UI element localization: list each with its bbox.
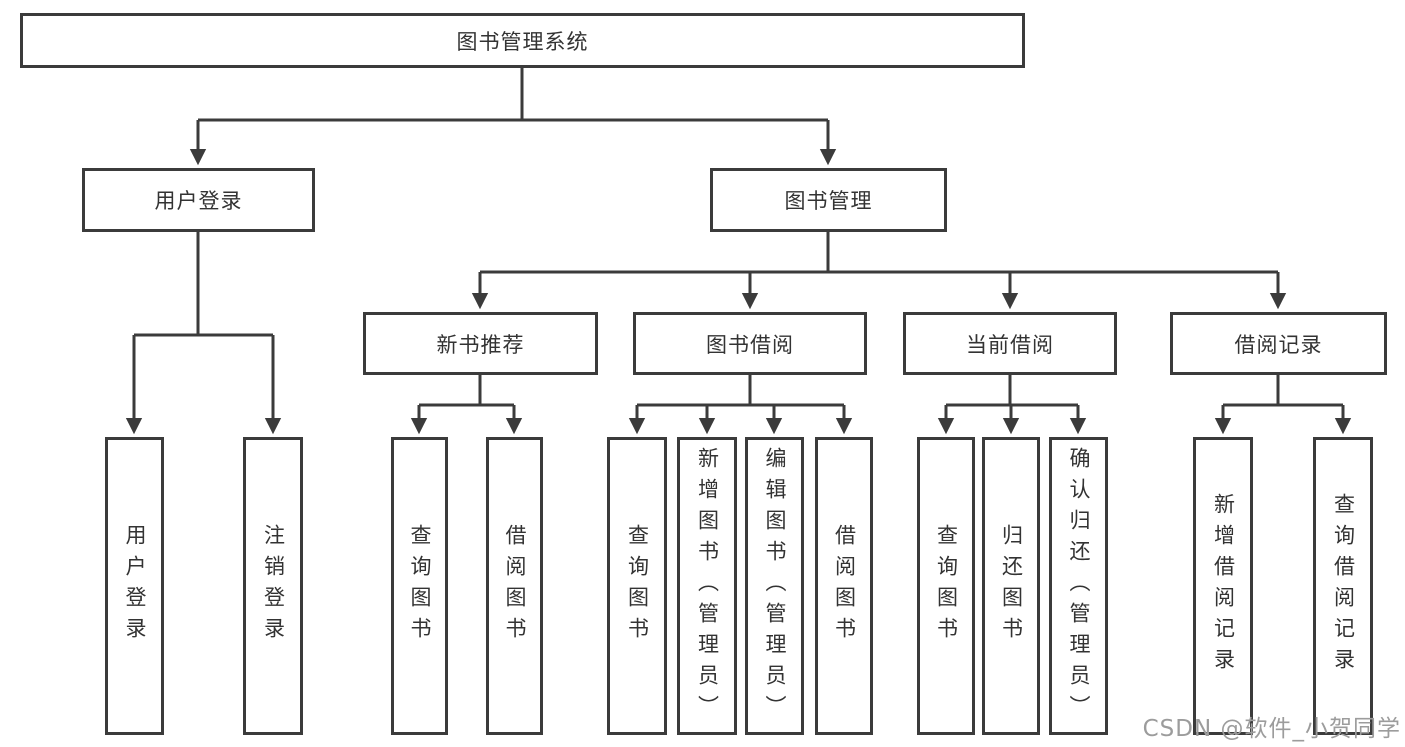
node-root: 图书管理系统	[20, 13, 1025, 68]
node-book-management: 图书管理	[710, 168, 947, 232]
node-leaf-borrowing-edit-books: 编辑图书（管理员）	[745, 437, 804, 735]
node-leaf-current-query-books: 查询图书	[917, 437, 975, 735]
node-leaf-recommend-borrow-books: 借阅图书	[486, 437, 543, 735]
node-leaf-records-add-record: 新增借阅记录	[1193, 437, 1253, 735]
node-current-borrowing: 当前借阅	[903, 312, 1117, 375]
node-leaf-current-confirm-return: 确认归还（管理员）	[1049, 437, 1108, 735]
node-leaf-borrowing-query-books: 查询图书	[607, 437, 667, 735]
node-leaf-borrowing-add-books: 新增图书（管理员）	[677, 437, 737, 735]
node-book-borrowing: 图书借阅	[633, 312, 867, 375]
node-leaf-recommend-query-books: 查询图书	[391, 437, 448, 735]
node-leaf-logout: 注销登录	[243, 437, 303, 735]
node-leaf-records-query-record: 查询借阅记录	[1313, 437, 1373, 735]
node-new-book-recommend: 新书推荐	[363, 312, 598, 375]
node-borrowing-records: 借阅记录	[1170, 312, 1387, 375]
node-user-login: 用户登录	[82, 168, 315, 232]
node-leaf-user-login: 用户登录	[105, 437, 164, 735]
csdn-watermark: CSDN @软件_小贺同学	[1142, 716, 1401, 742]
node-leaf-current-return-books: 归还图书	[982, 437, 1040, 735]
node-leaf-borrowing-borrow-books: 借阅图书	[815, 437, 873, 735]
